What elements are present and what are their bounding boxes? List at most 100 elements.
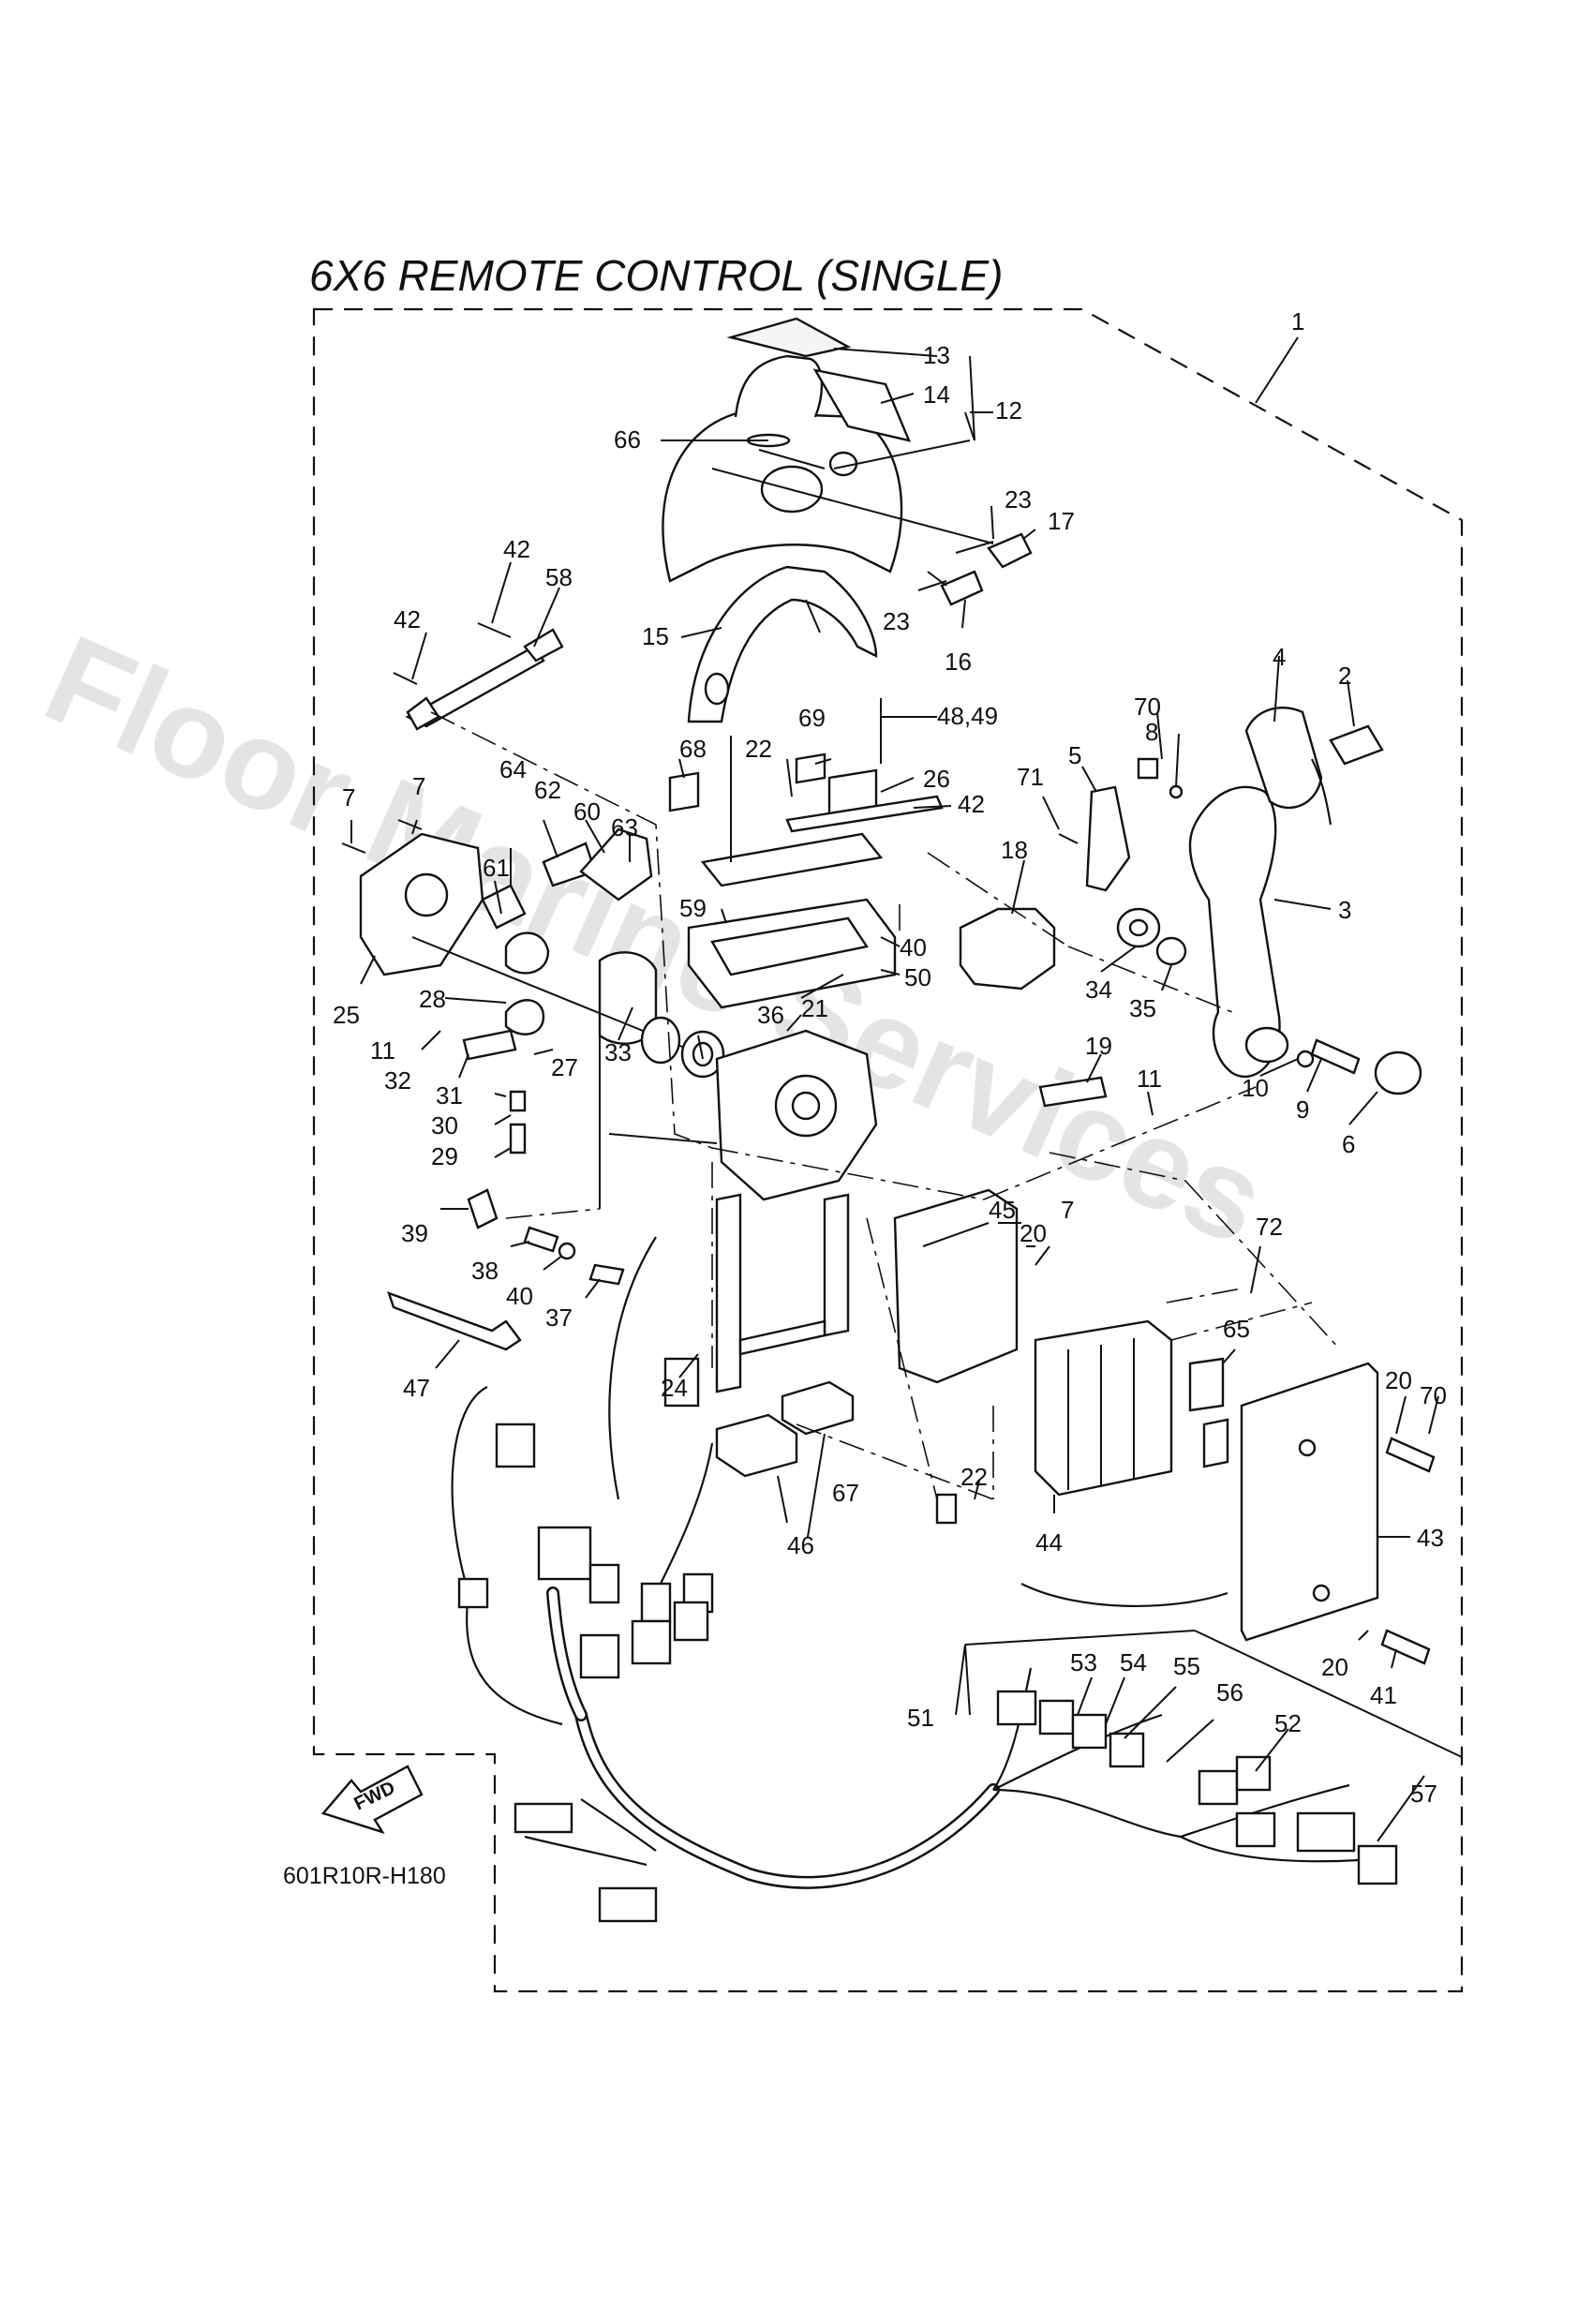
- callout-30: 30: [431, 1111, 458, 1140]
- callout-11b: 11: [1137, 1065, 1162, 1093]
- callout-45: 45: [989, 1196, 1016, 1224]
- callout-55: 55: [1173, 1652, 1200, 1680]
- watermark: Floor Marine Services: [26, 608, 1285, 1273]
- bracket-19: [1038, 1076, 1108, 1108]
- callout-2: 2: [1338, 662, 1351, 690]
- callout-15: 15: [642, 622, 669, 650]
- callout-28: 28: [419, 985, 446, 1013]
- callout-69: 69: [798, 704, 826, 732]
- grommets: [715, 1380, 855, 1478]
- bracket-5: [1058, 757, 1184, 892]
- left-switch-assembly: [341, 819, 653, 1035]
- callout-71: 71: [1017, 763, 1044, 791]
- callout-19: 19: [1085, 1032, 1112, 1060]
- callout-57: 57: [1410, 1780, 1437, 1808]
- callout-33: 33: [604, 1038, 632, 1066]
- callout-53: 53: [1070, 1648, 1097, 1676]
- assembly-boundary: [312, 307, 1464, 1993]
- callout-3: 3: [1338, 896, 1351, 924]
- callout-63: 63: [611, 813, 638, 842]
- bracket-plate: [1240, 1362, 1436, 1665]
- callout-22a: 22: [745, 735, 772, 763]
- relay-block: [1034, 1319, 1229, 1497]
- wiring-harness: [451, 1236, 1360, 1889]
- callout-10: 10: [1242, 1074, 1269, 1102]
- throttle-lever: [1188, 706, 1384, 1079]
- callout-7a: 7: [342, 783, 355, 812]
- callout-67: 67: [832, 1479, 859, 1507]
- callout-36: 36: [757, 1001, 784, 1029]
- callout-72: 72: [1256, 1213, 1283, 1241]
- callout-61: 61: [483, 854, 510, 882]
- handle-frame: [687, 565, 878, 723]
- callout-14: 14: [923, 380, 950, 409]
- callout-11a: 11: [370, 1036, 395, 1065]
- callout-42b: 42: [394, 605, 421, 633]
- control-module: [715, 1188, 1019, 1393]
- callout-38: 38: [471, 1257, 499, 1285]
- callout-56: 56: [1216, 1678, 1243, 1706]
- handle-cover-assembly: [662, 317, 912, 583]
- callout-27: 27: [551, 1053, 578, 1081]
- callout-25: 25: [333, 1001, 360, 1029]
- callout-40a: 40: [900, 933, 927, 961]
- callout-22b: 22: [960, 1463, 988, 1491]
- callout-70a: 70: [1134, 693, 1161, 721]
- callout-9: 9: [1296, 1095, 1309, 1124]
- callout-48-49: 48,49: [937, 702, 998, 730]
- callout-1: 1: [1291, 307, 1304, 335]
- pin-screws: [711, 468, 1033, 606]
- fwd-arrow: FWD: [320, 1765, 424, 1835]
- callout-5: 5: [1068, 741, 1081, 769]
- callout-7c: 7: [1061, 1196, 1074, 1224]
- callout-60: 60: [573, 797, 601, 826]
- callout-42c: 42: [958, 790, 985, 818]
- diagram-code: 601R10R-H180: [283, 1863, 446, 1889]
- callout-35: 35: [1129, 994, 1156, 1022]
- callout-4: 4: [1273, 643, 1286, 671]
- callout-66: 66: [614, 425, 641, 454]
- callout-37: 37: [545, 1304, 573, 1332]
- callout-29: 29: [431, 1142, 458, 1170]
- callout-39: 39: [401, 1219, 428, 1247]
- callout-20a: 20: [1020, 1219, 1047, 1247]
- callout-labels: 1 2 3 4 5 6 7 7 7 8 9 10 11 11 12 13 14 …: [333, 307, 1447, 1808]
- callout-62: 62: [534, 776, 561, 804]
- callout-47: 47: [403, 1374, 430, 1402]
- callout-32: 32: [384, 1066, 411, 1095]
- callout-41: 41: [1370, 1681, 1397, 1709]
- callout-6: 6: [1342, 1130, 1355, 1158]
- small-fasteners-left: [462, 1029, 625, 1286]
- callout-51: 51: [907, 1704, 934, 1732]
- callout-20c: 20: [1321, 1653, 1348, 1681]
- cable-tie: [387, 1291, 522, 1351]
- reference-lines: [430, 711, 1341, 1500]
- bracket-58: [393, 622, 564, 731]
- callout-21: 21: [801, 994, 828, 1022]
- callout-65: 65: [1223, 1315, 1250, 1343]
- leader-lines: [350, 336, 1463, 1842]
- callout-59: 59: [679, 894, 707, 922]
- callout-34: 34: [1085, 976, 1112, 1004]
- callout-44: 44: [1035, 1528, 1063, 1557]
- callout-16: 16: [945, 648, 972, 676]
- callout-17: 17: [1048, 507, 1075, 535]
- callout-13: 13: [923, 341, 950, 369]
- callout-43: 43: [1417, 1524, 1444, 1552]
- callout-52: 52: [1274, 1709, 1302, 1737]
- callout-68: 68: [679, 735, 707, 763]
- callout-58: 58: [545, 563, 573, 591]
- base-housing: [687, 736, 897, 1009]
- callout-54: 54: [1120, 1648, 1147, 1676]
- callout-12: 12: [995, 396, 1022, 425]
- callout-46: 46: [787, 1531, 814, 1559]
- callout-26: 26: [923, 765, 950, 793]
- callout-31: 31: [436, 1081, 463, 1110]
- callout-18: 18: [1001, 836, 1028, 864]
- shaft-and-gear: [411, 936, 725, 1079]
- callout-7b: 7: [412, 772, 425, 800]
- lever-washers: [1116, 907, 1422, 1095]
- callout-40b: 40: [506, 1282, 533, 1310]
- callout-24: 24: [661, 1374, 688, 1402]
